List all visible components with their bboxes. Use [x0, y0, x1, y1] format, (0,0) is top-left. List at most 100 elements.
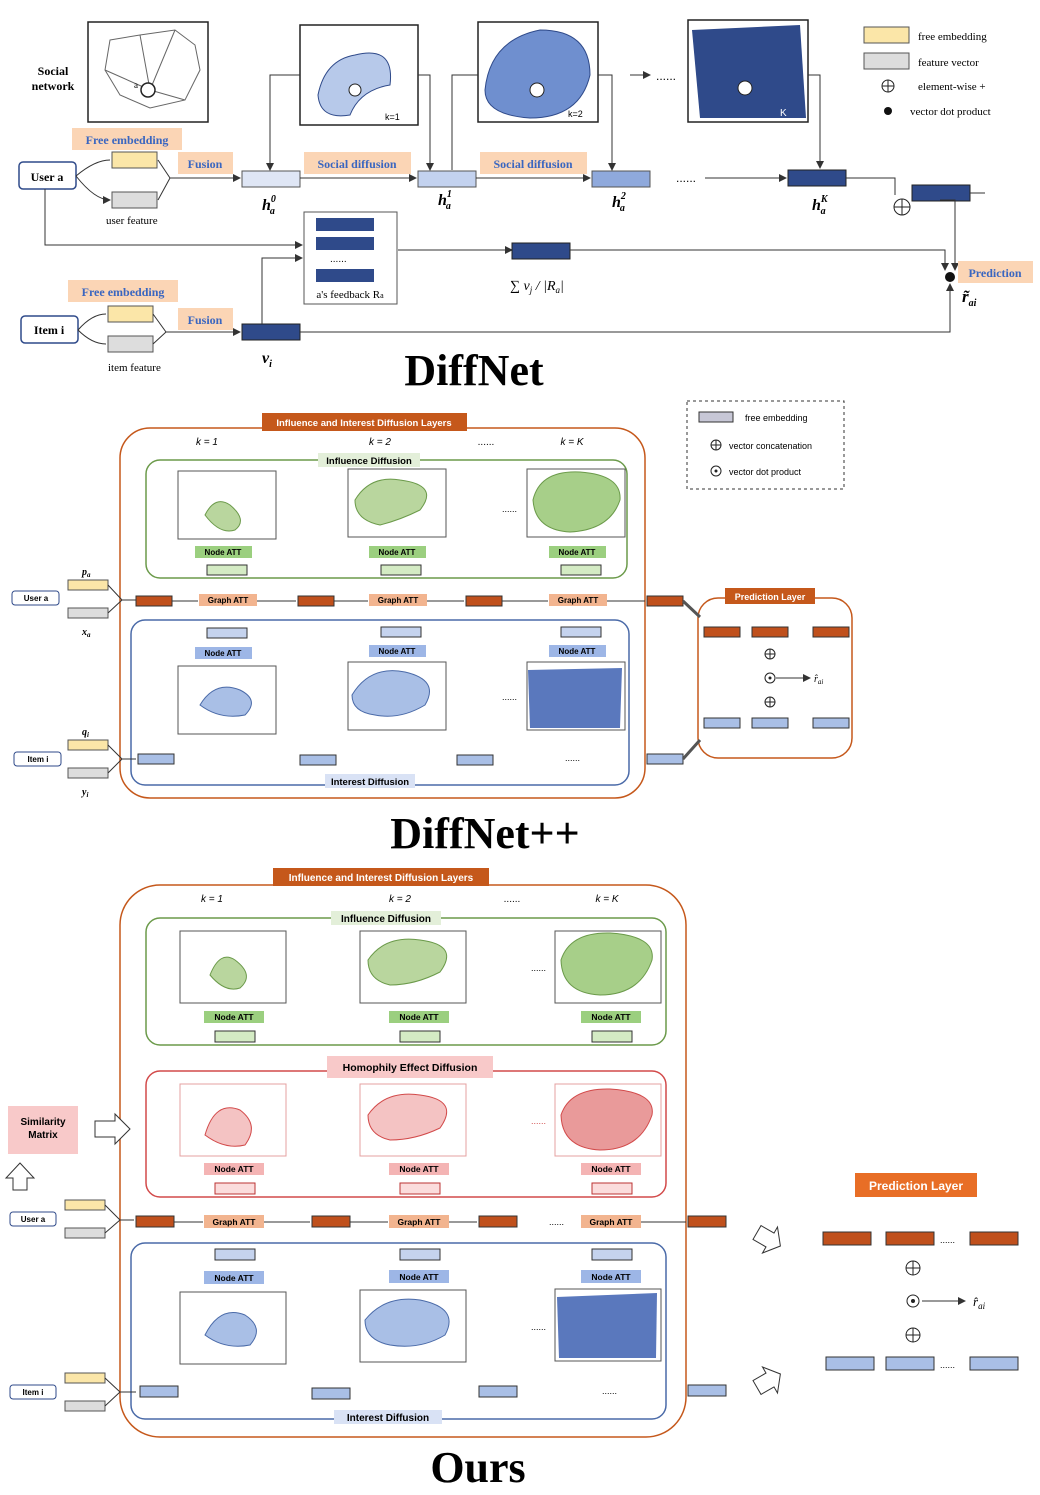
- legend-feature-vector: feature vector: [918, 57, 979, 69]
- dpp-int-dots: ......: [502, 692, 517, 702]
- dpp-xa: xa: [81, 627, 91, 639]
- dpp-kdots: ......: [478, 437, 495, 448]
- ours-kdots: ......: [504, 894, 521, 905]
- ours-node-att-1: Node ATT: [214, 1012, 254, 1022]
- user-a-label: User a: [31, 170, 64, 184]
- dpp-pa: pa: [81, 567, 91, 579]
- ours-k2: k = 2: [389, 894, 411, 905]
- ours-graph-att-1: Graph ATT: [213, 1217, 257, 1227]
- v-i-label: vi: [262, 350, 272, 370]
- ours-r-hat: r̂ai: [973, 1294, 986, 1311]
- dpp-yi: yi: [81, 787, 88, 799]
- item-feature-label: item feature: [108, 362, 161, 374]
- dpp-item-dots: ......: [565, 753, 580, 763]
- legend-element-wise: element-wise +: [918, 81, 986, 93]
- ours-infl-dots: ......: [531, 963, 546, 973]
- ours-interest-label: Interest Diffusion: [347, 1413, 429, 1424]
- dpp-interest-label: Interest Diffusion: [331, 777, 409, 788]
- ours-item: Item i: [23, 1388, 44, 1397]
- sum-formula: ∑ vj / |Ra|: [510, 279, 564, 295]
- free-embedding-label: Free embedding: [86, 133, 169, 147]
- feedback-label: a's feedback Ra: [316, 289, 384, 301]
- dpp-r-hat: r̂ai: [814, 674, 823, 686]
- ours-homo-node-att-1: Node ATT: [214, 1164, 254, 1174]
- ours-int-node-att-1: Node ATT: [214, 1273, 254, 1283]
- diffnetpp-panel: Influence and Interest Diffusion Layers …: [11, 400, 853, 799]
- dpp-infl-dots: ......: [502, 504, 517, 514]
- dpp-node-att-1: Node ATT: [205, 548, 242, 557]
- diffnetpp-title: DiffNet++: [390, 809, 580, 858]
- ours-header: Influence and Interest Diffusion Layers: [289, 873, 474, 884]
- ours-item-dots: ......: [602, 1386, 617, 1396]
- dpp-qi: qi: [82, 727, 89, 739]
- dpp-graph-att-2: Graph ATT: [378, 596, 419, 605]
- ours-user: User a: [21, 1215, 46, 1224]
- dpp-kK: k = K: [560, 437, 584, 448]
- fusion-label-item: Fusion: [188, 313, 223, 327]
- ours-k1: k = 1: [201, 894, 223, 905]
- diffnet-title: DiffNet: [404, 346, 544, 395]
- node-a-label: a: [134, 80, 138, 90]
- ours-node-att-3: Node ATT: [591, 1012, 631, 1022]
- dpp-user: User a: [24, 594, 49, 603]
- user-feature-label: user feature: [106, 215, 158, 227]
- dpp-node-att-3: Node ATT: [559, 548, 596, 557]
- ours-mid-dots: ......: [549, 1217, 564, 1227]
- ours-homo-dots: ......: [531, 1116, 546, 1126]
- r-ai-label: r̃ai: [962, 287, 977, 309]
- ours-homophily-label: Homophily Effect Diffusion: [343, 1062, 478, 1074]
- ours-panel: Influence and Interest Diffusion Layers …: [4, 868, 1019, 1438]
- ours-influence-label: Influence Diffusion: [341, 914, 431, 925]
- dpp-k1: k = 1: [196, 437, 218, 448]
- ours-prediction-layer: Prediction Layer: [869, 1179, 963, 1193]
- kK-label: K: [780, 108, 787, 119]
- ours-graph-att-3: Graph ATT: [590, 1217, 634, 1227]
- mid-dots: ......: [676, 171, 696, 185]
- ours-homo-node-att-2: Node ATT: [399, 1164, 439, 1174]
- ours-pred-dots-top: ......: [940, 1235, 955, 1245]
- ours-int-dots: ......: [531, 1322, 546, 1332]
- item-i-label: Item i: [34, 323, 65, 337]
- dpp-graph-att-1: Graph ATT: [208, 596, 249, 605]
- legend-dot-product: vector dot product: [910, 106, 991, 118]
- ours-node-att-2: Node ATT: [399, 1012, 439, 1022]
- dpp-prediction-layer: Prediction Layer: [735, 592, 806, 602]
- ours-graph-att-2: Graph ATT: [398, 1217, 442, 1227]
- social-diffusion-2: Social diffusion: [493, 157, 572, 171]
- fusion-label-user: Fusion: [188, 157, 223, 171]
- dpp-legend-free-embedding: free embedding: [745, 413, 808, 423]
- ours-int-node-att-2: Node ATT: [399, 1272, 439, 1282]
- dpp-header: Influence and Interest Diffusion Layers: [276, 418, 451, 429]
- dpp-legend-dot: vector dot product: [729, 467, 802, 477]
- prediction-label: Prediction: [968, 266, 1021, 280]
- free-embedding-label-item: Free embedding: [82, 285, 165, 299]
- dpp-int-node-att-3: Node ATT: [559, 647, 596, 656]
- ours-homo-node-att-3: Node ATT: [591, 1164, 631, 1174]
- feedback-dots: ......: [330, 254, 347, 265]
- dpp-item: Item i: [28, 755, 49, 764]
- dpp-node-att-2: Node ATT: [379, 548, 416, 557]
- k1-label: k=1: [385, 112, 400, 122]
- top-dots: ......: [656, 69, 676, 83]
- dpp-legend-concat: vector concatenation: [729, 441, 812, 451]
- dpp-k2: k = 2: [369, 437, 391, 448]
- ours-int-node-att-3: Node ATT: [591, 1272, 631, 1282]
- social-diffusion-1: Social diffusion: [317, 157, 396, 171]
- dpp-graph-att-3: Graph ATT: [558, 596, 599, 605]
- ours-kK: k = K: [595, 894, 619, 905]
- ours-pred-dots-bot: ......: [940, 1360, 955, 1370]
- ours-title: Ours: [430, 1443, 526, 1492]
- legend-free-embedding: free embedding: [918, 31, 987, 43]
- dpp-influence-label: Influence Diffusion: [326, 456, 412, 467]
- k2-label: k=2: [568, 109, 583, 119]
- dpp-int-node-att-2: Node ATT: [379, 647, 416, 656]
- dpp-int-node-att-1: Node ATT: [205, 649, 242, 658]
